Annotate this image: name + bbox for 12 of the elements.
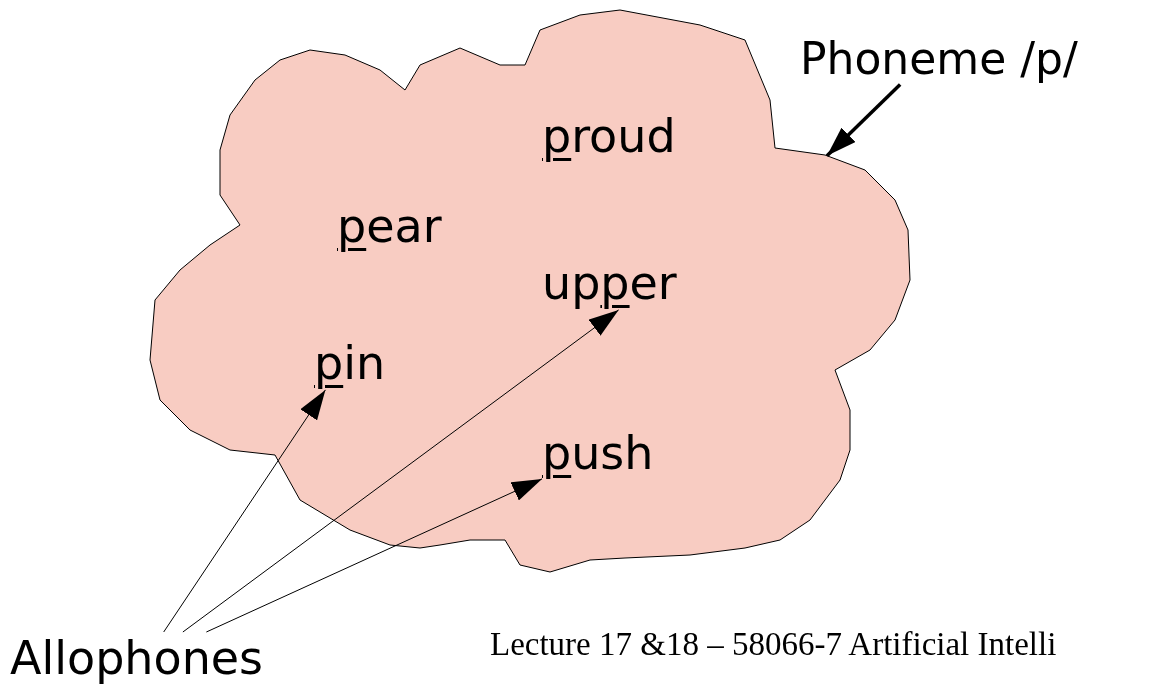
- example-word: upper: [542, 257, 677, 310]
- example-word: push: [542, 427, 654, 480]
- arrow: [825, 83, 902, 157]
- example-word: pear: [337, 200, 442, 253]
- arrow: [182, 309, 620, 633]
- example-word: pin: [314, 337, 386, 390]
- arrow: [163, 389, 326, 633]
- footer-text: Lecture 17 &18 – 58066-7 Artificial Intelli: [490, 626, 1057, 663]
- example-word: proud: [542, 110, 676, 163]
- label-text: Phoneme /p/: [800, 34, 1078, 85]
- arrow: [205, 478, 543, 633]
- label-text: Allophones: [10, 632, 264, 685]
